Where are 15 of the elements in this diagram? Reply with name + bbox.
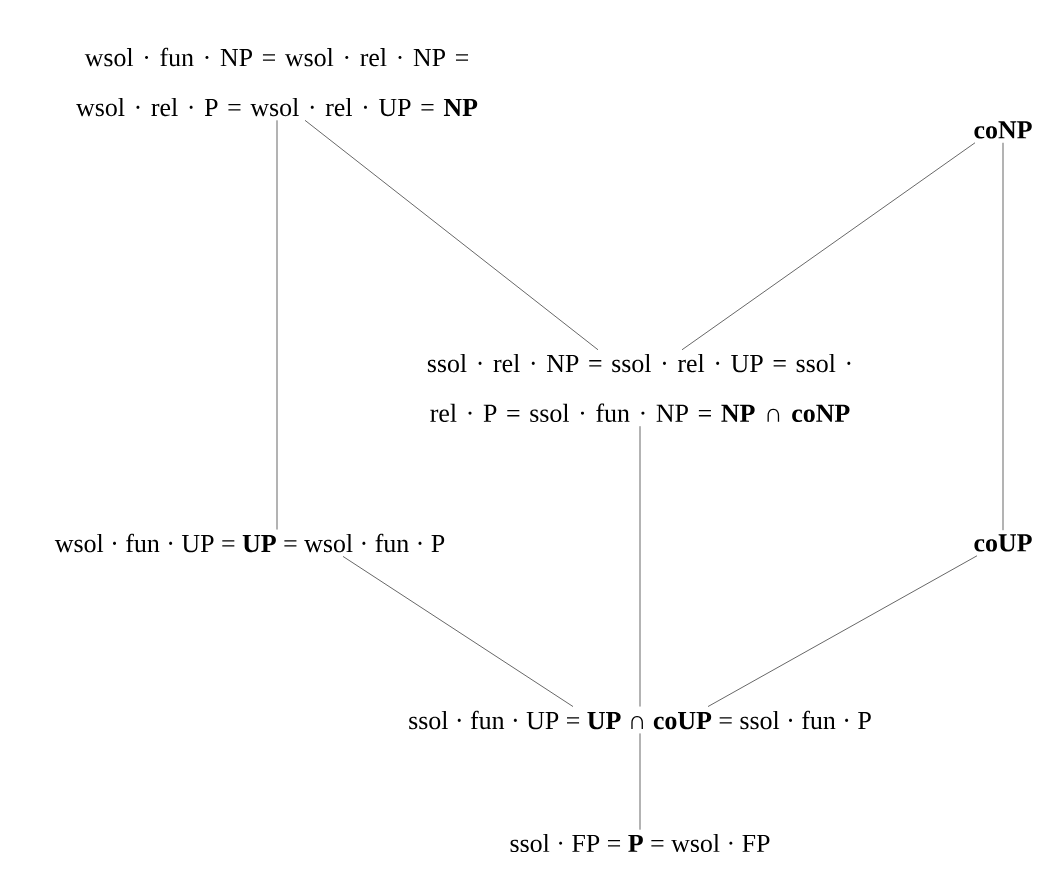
class-formula: ssol · FP = P = wsol · FP xyxy=(510,833,770,853)
connector-line xyxy=(681,142,976,351)
connector-line xyxy=(304,120,599,351)
connector-line xyxy=(1002,142,1004,531)
connector-line xyxy=(639,425,641,707)
class-formula: coNP xyxy=(974,121,1032,139)
connector-line xyxy=(342,556,574,707)
class-formula: ssol · rel · NP = ssol · rel · UP = ssol · rel · P = ssol · fun · NP = NP ∩ coNP xyxy=(427,353,851,422)
connector-line xyxy=(707,555,978,707)
class-formula: coUP xyxy=(974,534,1032,552)
class-formula: wsol · fun · UP = UP = wsol · fun · P xyxy=(54,533,445,553)
class-formula: ssol · fun · UP = UP ∩ coUP = ssol · fun · P xyxy=(409,710,871,730)
connector-line xyxy=(276,120,278,530)
connector-line xyxy=(639,733,641,830)
class-formula: wsol · fun · NP = wsol · rel · NP = wsol · rel · P = wsol · rel · UP = NP xyxy=(76,47,478,117)
